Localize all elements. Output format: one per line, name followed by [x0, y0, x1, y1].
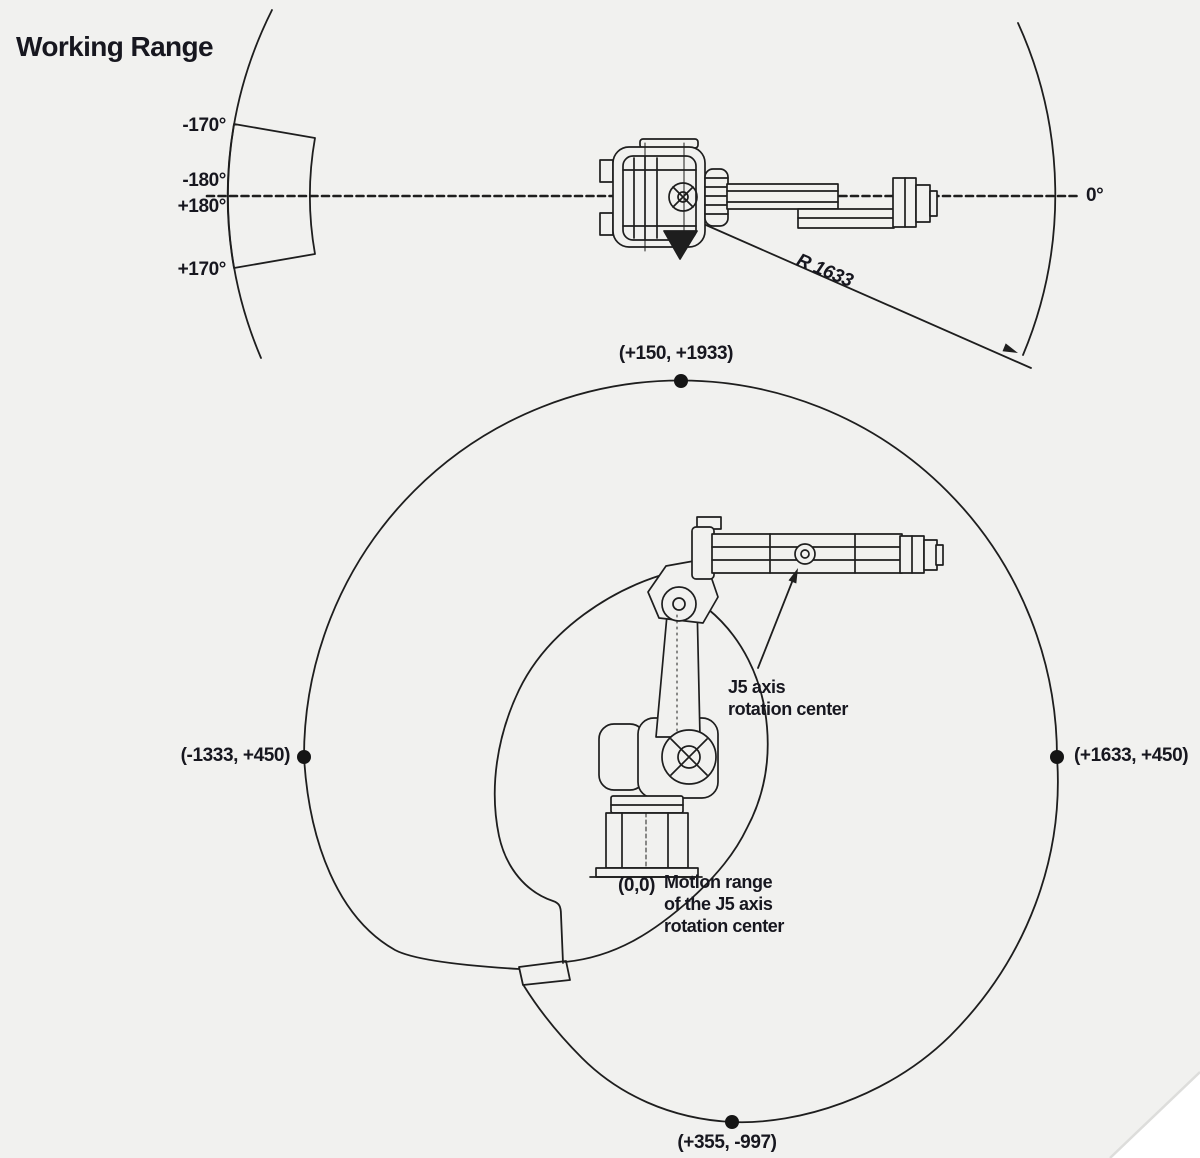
- origin-label: (0,0): [618, 875, 656, 896]
- limit-dot-top: [674, 374, 688, 388]
- j5-axis-annotation: J5 axis rotation center: [728, 676, 848, 720]
- dead-zone-wedge: [226, 123, 316, 269]
- motion-range-line3: rotation center: [664, 916, 785, 936]
- j1-axis-mark: [668, 182, 698, 212]
- limit-dot-bottom: [725, 1115, 739, 1129]
- cable-pointer: [663, 230, 698, 260]
- outer-envelope-lower-left: [523, 985, 733, 1123]
- radius-arrowhead-icon: [1002, 343, 1018, 353]
- angle-label-zero: 0°: [1086, 185, 1104, 206]
- outer-envelope-lower-right: [731, 756, 1059, 1124]
- swing-arc-right: [1017, 22, 1057, 356]
- angle-label-pos170: +170°: [177, 259, 227, 280]
- point-label-right: (+1633, +450): [1074, 745, 1189, 766]
- outer-envelope-left-drop: [303, 756, 520, 970]
- motion-range-line2: of the J5 axis: [664, 894, 773, 914]
- j5-leader-line: [757, 576, 795, 669]
- range-limit-dots: [297, 374, 1064, 1129]
- angle-label-pos180: +180°: [177, 196, 227, 217]
- angle-label-neg180: -180°: [182, 170, 226, 191]
- j5-arrowhead-icon: [788, 568, 798, 584]
- motion-range-annotation: Motion range of the J5 axis rotation cen…: [664, 871, 784, 937]
- robot-top-view: [599, 138, 938, 260]
- angle-label-neg170: -170°: [182, 115, 226, 136]
- j5-axis-point: [794, 543, 816, 565]
- elbow-joint: [661, 586, 697, 622]
- limit-dot-right: [1050, 750, 1064, 764]
- point-label-left: (-1333, +450): [180, 745, 291, 766]
- radius-dimension-line: [689, 217, 1032, 369]
- top-view-figure: [205, 9, 1082, 369]
- envelope-notch: [518, 960, 571, 986]
- motion-range-line1: Motion range: [664, 872, 773, 892]
- j5-axis-annotation-line2: rotation center: [728, 699, 849, 719]
- point-label-bottom: (+355, -997): [677, 1132, 777, 1153]
- point-label-top: (+150, +1933): [618, 343, 734, 364]
- side-view-figure: [297, 374, 1064, 1129]
- robot-side-view: [589, 516, 944, 878]
- limit-dot-left: [297, 750, 311, 764]
- swing-arc-left: [227, 9, 273, 359]
- page-title: Working Range: [16, 31, 214, 62]
- j5-motion-range-left: [493, 571, 673, 964]
- j5-motion-range-right: [564, 602, 769, 963]
- j5-axis-annotation-line1: J5 axis: [728, 677, 786, 697]
- page-corner-fold: [1109, 1071, 1200, 1158]
